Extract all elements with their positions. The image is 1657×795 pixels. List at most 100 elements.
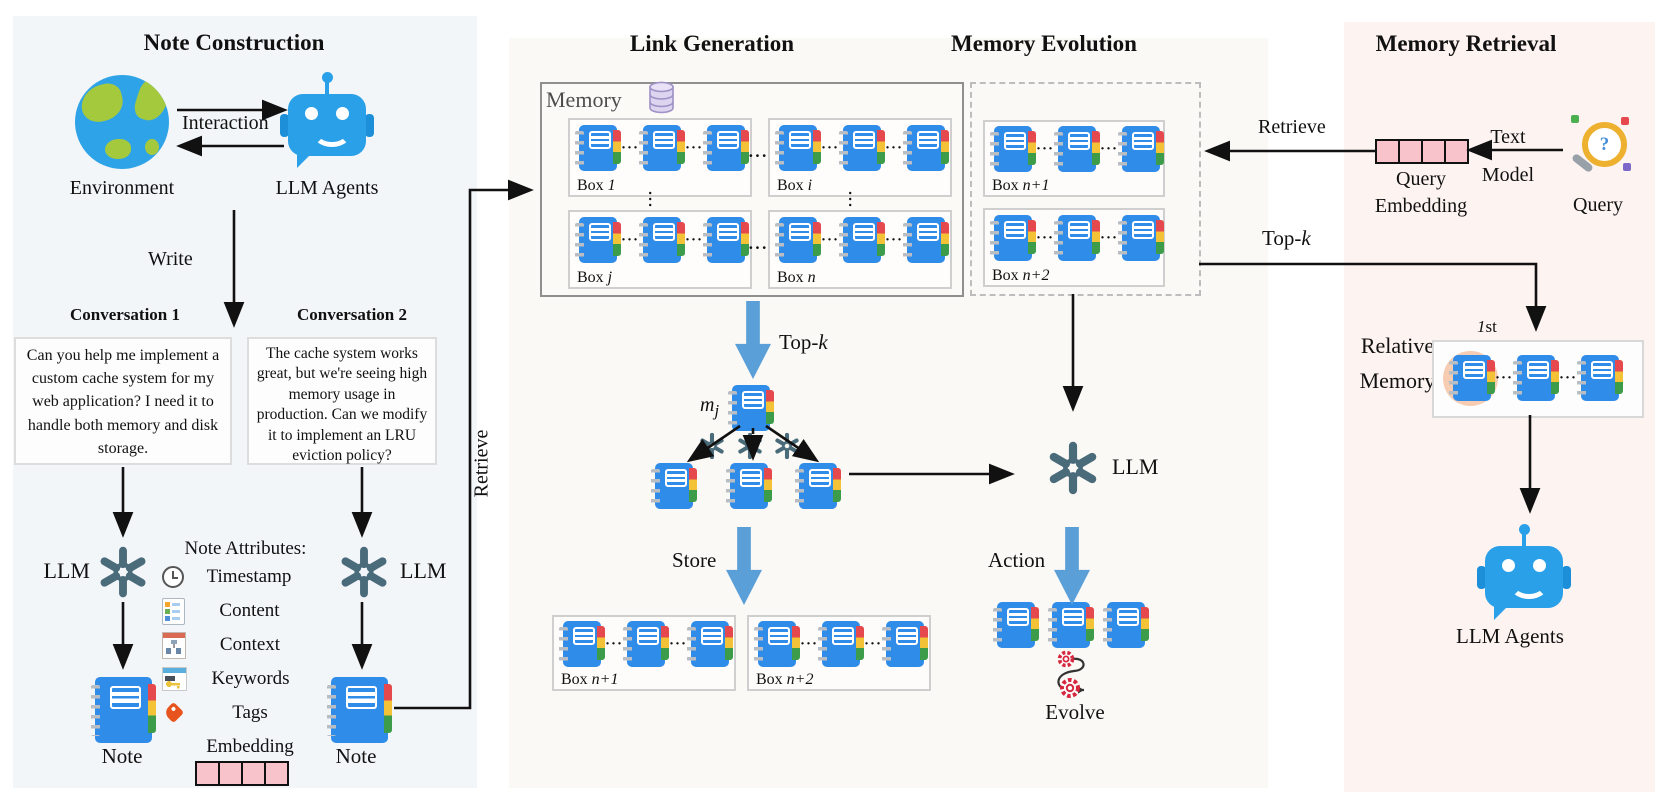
- memory-box-1: ··· ··· Box 1: [568, 118, 752, 197]
- ellipsis: ···: [605, 635, 624, 652]
- evolution-box-n1: ··· ··· Box n+1: [983, 120, 1165, 197]
- ellipsis: ···: [748, 238, 769, 257]
- note-icon: [903, 125, 950, 171]
- content-icon: [162, 597, 185, 625]
- note-icon: [775, 125, 821, 171]
- store-label: Store: [672, 548, 717, 572]
- ellipsis: ···: [621, 231, 640, 248]
- attribute-label: Content: [219, 600, 280, 621]
- note-icon: [754, 621, 800, 667]
- note-icon: [639, 217, 686, 263]
- note-icon: [559, 621, 605, 667]
- note-icon: [1577, 355, 1624, 401]
- ellipsis: ···: [864, 635, 883, 652]
- retrieve-vertical-label: Retrieve: [470, 429, 493, 498]
- retrieve-label: Retrieve: [1258, 116, 1326, 138]
- query-label: Query: [1573, 194, 1623, 216]
- store-box-n1: ··· ··· Box n+1: [552, 615, 736, 691]
- action-label: Action: [988, 548, 1046, 572]
- note-icon: [1103, 602, 1149, 648]
- text-model-label: Text Model: [1481, 126, 1535, 186]
- ellipsis: ···: [685, 139, 704, 156]
- note-icon: [1054, 215, 1101, 261]
- conversation-1-title: Conversation 1: [69, 305, 181, 324]
- store-box-n2: ··· ··· Box n+2: [747, 615, 931, 691]
- note-icon: [795, 463, 841, 509]
- ellipsis: ···: [1036, 229, 1055, 246]
- openai-evolution-icon: [1045, 440, 1101, 496]
- note-icon: [1449, 355, 1495, 401]
- evolution-dashed-box: [970, 82, 1201, 296]
- openai-llm-icon-right: [337, 545, 391, 599]
- query-embedding-label: Query Embedding: [1374, 168, 1468, 217]
- llm-agents-icon: [280, 72, 374, 168]
- keywords-icon: [162, 667, 187, 691]
- note-icon: [639, 125, 686, 171]
- attribute-embedding-label: Embedding: [206, 736, 294, 757]
- evolve-process-icon: [1057, 650, 1085, 698]
- note-icon: [91, 677, 156, 743]
- retrieval-llm-agents-icon: [1477, 524, 1571, 620]
- conversation-1-box: Can you help me implement a custom cache…: [14, 337, 232, 465]
- note-icon-left-row: [90, 677, 157, 743]
- title-memory-evolution: Memory Evolution: [951, 31, 1137, 56]
- note-attributes-list: Timestamp Content Context Keywords Tags: [162, 560, 314, 730]
- memory-box-i: ··· ··· Box i: [768, 118, 952, 197]
- vertical-ellipsis: ···: [841, 190, 858, 209]
- interaction-label: Interaction: [182, 112, 269, 134]
- attribute-label: Context: [219, 634, 281, 655]
- ellipsis: ···: [885, 231, 904, 248]
- environment-icon: [75, 75, 169, 169]
- note-label-left: Note: [101, 744, 143, 768]
- llm-label-evolution: LLM: [1112, 454, 1159, 479]
- mj-note-row: [727, 385, 775, 431]
- note-icon: [687, 621, 734, 667]
- topk-label-link-generation: Top-k: [779, 330, 828, 354]
- write-label: Write: [148, 248, 193, 270]
- timestamp-icon: [162, 566, 184, 588]
- vertical-ellipsis: ···: [641, 190, 658, 209]
- query-embedding-cells: [1375, 139, 1469, 164]
- linked-note-row: [650, 463, 842, 509]
- topk-label-retrieval: Top-k: [1262, 226, 1311, 250]
- evolve-label: Evolve: [1045, 700, 1105, 724]
- note-icon: [903, 217, 950, 263]
- openai-link-icon: [773, 432, 801, 460]
- ellipsis: ···: [1100, 140, 1119, 157]
- note-icon: [651, 463, 697, 509]
- title-memory-retrieval: Memory Retrieval: [1375, 31, 1557, 56]
- question-mark: ?: [1582, 122, 1627, 167]
- note-label-right: Note: [335, 744, 377, 768]
- note-attributes-title: Note Attributes:: [184, 538, 307, 559]
- attribute-content: Content: [162, 594, 314, 628]
- openai-link-icon: [698, 432, 726, 460]
- note-icon: [1118, 215, 1165, 261]
- evolution-box-n2: ··· ··· Box n+2: [983, 208, 1165, 287]
- mj-label: mj: [700, 394, 720, 420]
- ellipsis: ···: [621, 139, 640, 156]
- note-icon-right-row: [326, 677, 393, 743]
- ellipsis: ···: [669, 635, 688, 652]
- attribute-tags: Tags: [162, 696, 314, 730]
- ellipsis: ···: [1100, 229, 1119, 246]
- openai-llm-icon-left: [96, 545, 150, 599]
- ellipsis: ···: [1559, 369, 1578, 386]
- ellipsis: ···: [821, 231, 840, 248]
- note-icon: [990, 215, 1036, 261]
- ellipsis: ···: [1495, 369, 1514, 386]
- memory-box-n: ··· ··· Box n: [768, 210, 952, 289]
- note-icon: [839, 125, 886, 171]
- database-icon: [649, 81, 674, 114]
- title-link-generation: Link Generation: [629, 31, 795, 56]
- memory-box-j: ··· ··· Box j: [568, 210, 752, 289]
- ellipsis: ···: [821, 139, 840, 156]
- attribute-keywords: Keywords: [162, 662, 314, 696]
- note-icon: [882, 621, 929, 667]
- rank-first-label: 1st: [1477, 317, 1497, 336]
- note-icon: [839, 217, 886, 263]
- relative-memory-box: ··· ···: [1432, 340, 1644, 418]
- llm-agents-label: LLM Agents: [275, 177, 379, 199]
- note-embedding-cells: [195, 761, 289, 786]
- ellipsis: ···: [800, 635, 819, 652]
